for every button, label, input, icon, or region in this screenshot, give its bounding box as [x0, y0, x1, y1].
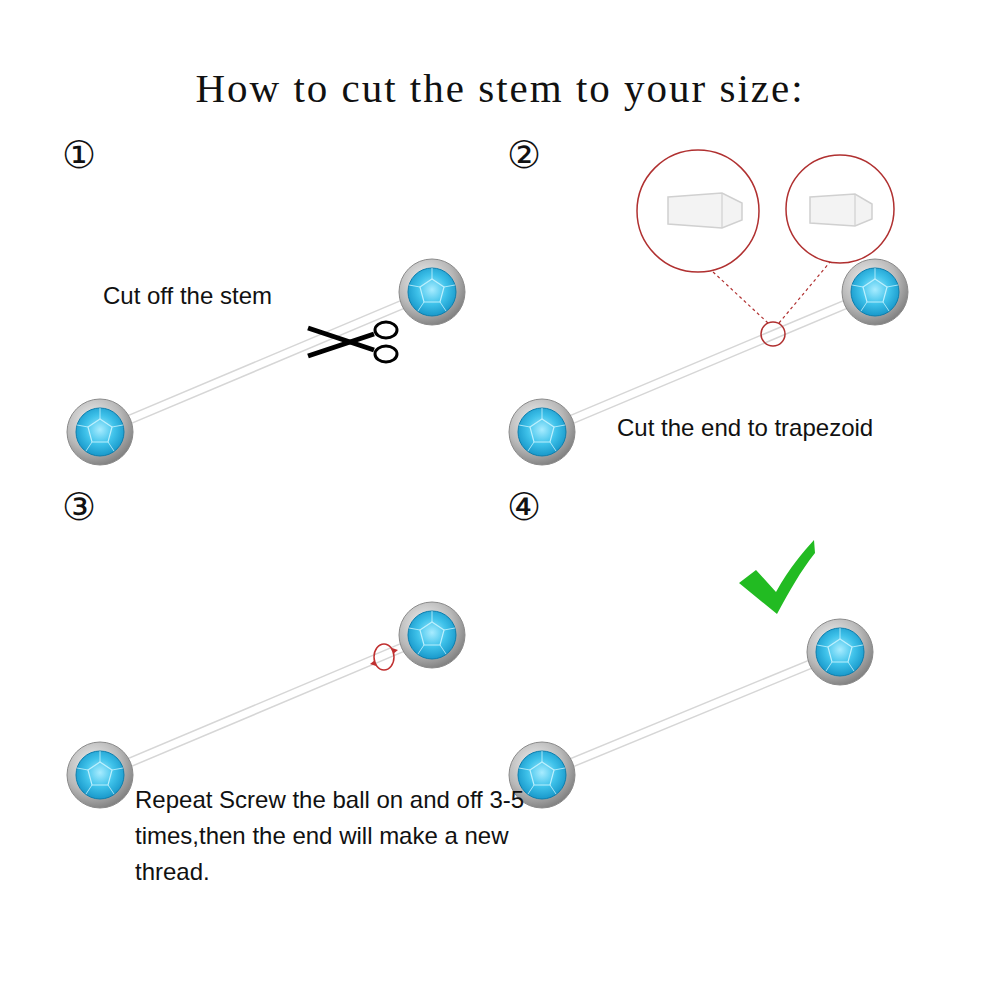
- callout-number: ③: [62, 488, 96, 526]
- check-mark: [739, 540, 815, 614]
- scissors: [308, 322, 397, 362]
- callout-number: ④: [507, 488, 541, 526]
- step-label: Cut the end to trapezoid: [617, 410, 873, 446]
- diagram-title: How to cut the stem to your size:: [0, 64, 1000, 112]
- step-label: Repeat Screw the ball on and off 3-5 tim…: [135, 782, 525, 890]
- callout-number: ①: [62, 136, 96, 174]
- callout-number: ②: [507, 136, 541, 174]
- step-label: Cut off the stem: [103, 278, 272, 314]
